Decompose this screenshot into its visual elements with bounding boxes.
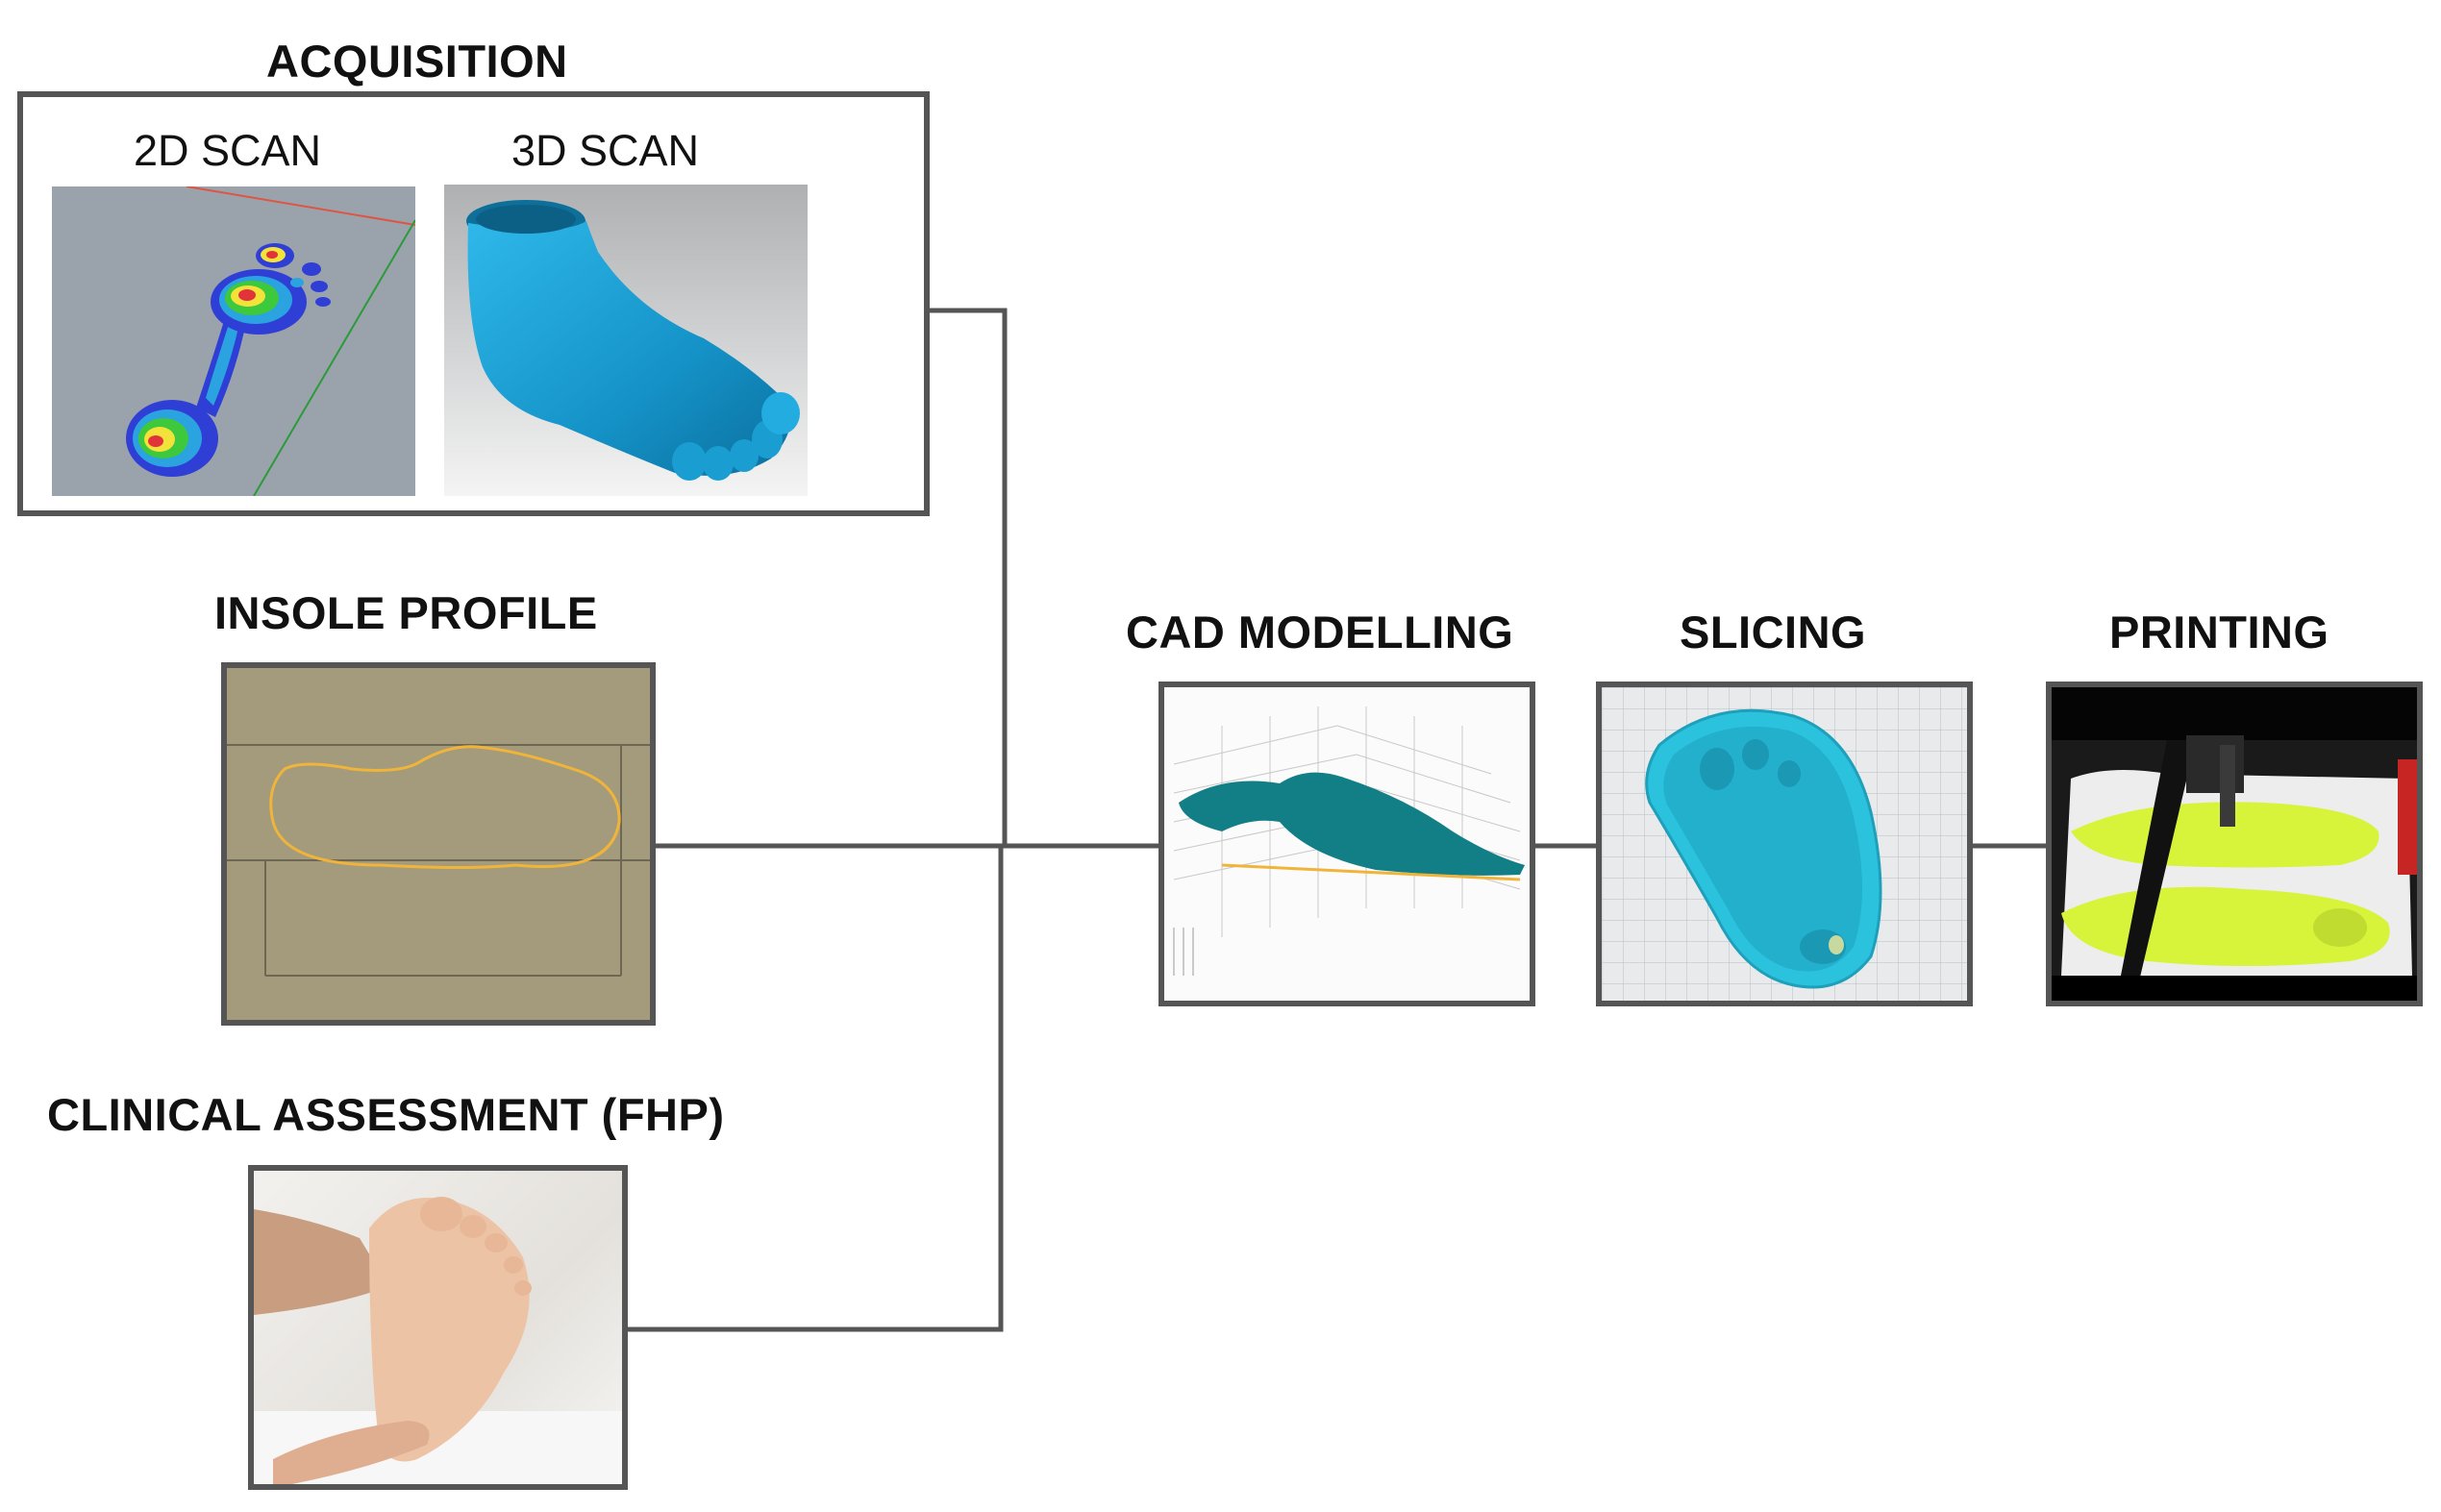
connector-acquisition bbox=[928, 308, 1008, 846]
scan-3d-image bbox=[444, 185, 808, 496]
scan-2d-label: 2D SCAN bbox=[134, 126, 322, 175]
insole-profile-title: INSOLE PROFILE bbox=[214, 587, 598, 638]
slicing-title: SLICING bbox=[1680, 607, 1867, 657]
insole-profile-box bbox=[221, 662, 656, 1026]
acquisition-title: ACQUISITION bbox=[266, 36, 568, 87]
slicing-box bbox=[1596, 682, 1973, 1006]
scan-3d-label: 3D SCAN bbox=[511, 126, 700, 175]
printing-box bbox=[2046, 682, 2423, 1006]
clinical-assessment-box bbox=[248, 1165, 628, 1490]
printing-title: PRINTING bbox=[2109, 607, 2329, 657]
scan-2d-image bbox=[52, 186, 415, 496]
cad-modelling-box bbox=[1158, 682, 1535, 1006]
cad-modelling-image bbox=[1164, 687, 1530, 1001]
printing-image bbox=[2052, 687, 2417, 1001]
clinical-assessment-title: CLINICAL ASSESSMENT (FHP) bbox=[47, 1089, 725, 1140]
clinical-assessment-image bbox=[254, 1171, 622, 1484]
cad-modelling-title: CAD MODELLING bbox=[1126, 607, 1514, 657]
acquisition-box: 2D SCAN 3D SCAN bbox=[17, 91, 930, 516]
insole-profile-image bbox=[227, 668, 650, 1020]
slicing-image bbox=[1602, 687, 1967, 1001]
connector-clinical bbox=[625, 846, 1004, 1332]
